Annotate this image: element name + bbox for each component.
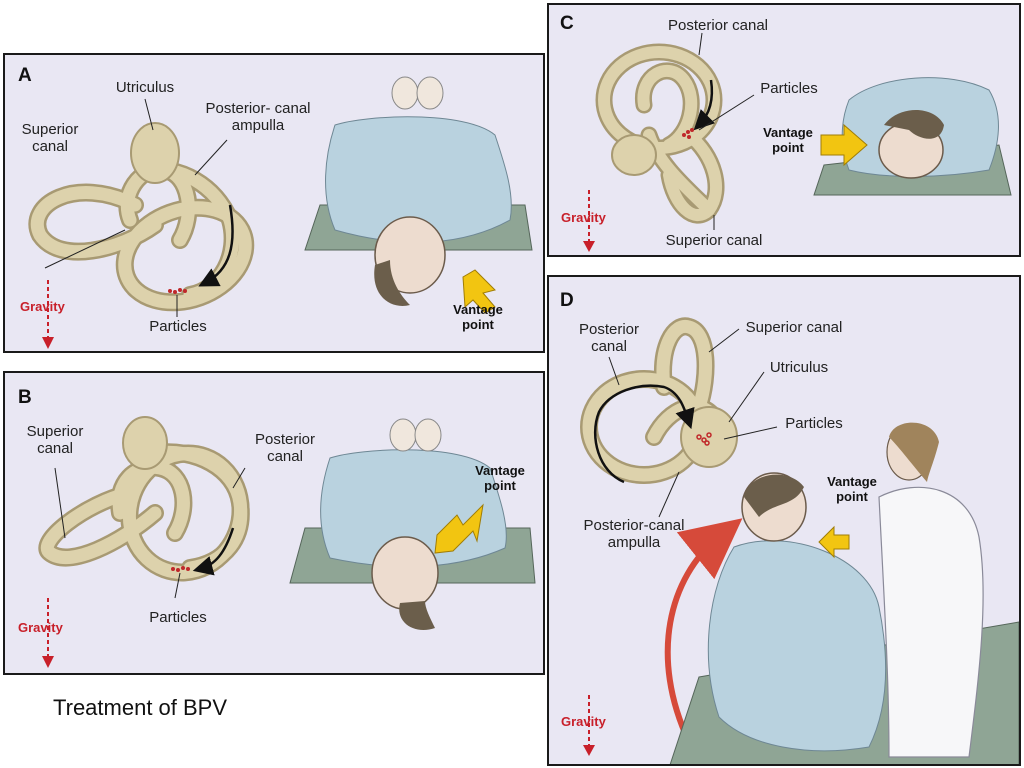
particles-dots — [168, 288, 187, 294]
leader-particles — [174, 572, 181, 599]
clinician-hair — [889, 422, 939, 482]
label-particles: Particles — [149, 609, 207, 626]
label-superior-canal: Superior canal — [745, 319, 843, 336]
motion-arrow — [664, 518, 743, 745]
leader-superior — [44, 229, 126, 269]
label-utriculus: Utriculus — [769, 359, 829, 376]
panel-letter: B — [18, 387, 32, 408]
lab-coat — [878, 486, 984, 758]
leader-posterior — [232, 467, 246, 489]
gravity-arrowhead — [42, 656, 54, 668]
foot-left — [391, 76, 419, 110]
inner-ear-diagram — [580, 317, 1019, 764]
particle-path-arrow — [192, 527, 235, 576]
patient-figure — [813, 77, 1012, 196]
utriculus-shape — [122, 416, 168, 470]
inner-ear-diagram — [583, 32, 1012, 252]
leader-posterior — [698, 32, 703, 56]
label-posterior-ampulla: Posterior- canal ampulla — [205, 100, 311, 134]
hair — [884, 110, 944, 139]
leader-particles — [698, 94, 755, 131]
leader-particles — [723, 426, 778, 440]
label-gravity: Gravity — [561, 210, 606, 225]
label-superior-canal: Superior canal — [26, 423, 84, 457]
label-gravity: Gravity — [20, 299, 65, 314]
particle-path-arrow — [693, 79, 715, 131]
gravity-arrowhead — [42, 337, 54, 349]
vantage-arrow-icon — [820, 123, 868, 167]
label-vantage-point: Vantage point — [453, 302, 503, 332]
inner-ear-diagram — [28, 76, 533, 349]
panel-letter: D — [560, 290, 574, 311]
label-vantage-point: Vantage point — [827, 474, 877, 504]
panel-letter: C — [560, 13, 574, 34]
clinician-figure — [878, 422, 984, 758]
vantage-arrow-icon — [462, 269, 496, 314]
label-gravity: Gravity — [18, 620, 63, 635]
panel-a: A — [3, 53, 545, 353]
gravity-arrowhead — [583, 745, 595, 756]
particles-dots — [682, 128, 694, 139]
panel-c: C Posterior canal — [547, 3, 1021, 257]
vantage-arrow-icon — [818, 525, 850, 559]
particle-path-arrow — [594, 384, 695, 484]
label-particles: Particles — [149, 318, 207, 335]
leader-superior — [54, 467, 66, 539]
canal-fill — [598, 46, 723, 222]
label-superior-canal: Superior canal — [665, 232, 763, 249]
leader-utriculus — [144, 98, 154, 131]
particles-dots — [171, 566, 190, 572]
hair — [399, 601, 435, 631]
utriculus-shape — [130, 122, 180, 184]
leader-ampulla — [194, 139, 228, 176]
label-particles: Particles — [760, 80, 818, 97]
label-posterior-canal: Posterior canal — [667, 17, 769, 34]
particles-dots — [696, 432, 712, 446]
hair — [744, 474, 804, 517]
inner-ear-diagram — [38, 416, 536, 668]
patient-figure — [304, 76, 533, 306]
label-vantage-point: Vantage point — [763, 125, 813, 155]
head — [371, 536, 439, 610]
panel-b: B S — [3, 371, 545, 675]
panel-letter: A — [18, 65, 32, 86]
hair — [374, 260, 410, 306]
label-posterior-canal: Posterior canal — [578, 321, 640, 355]
label-utriculus: Utriculus — [115, 79, 175, 96]
foot-right — [414, 418, 442, 452]
figure-caption: Treatment of BPV — [53, 695, 228, 720]
foot-left — [389, 418, 417, 452]
gravity-arrowhead — [583, 241, 595, 252]
label-posterior-canal: Posterior canal — [254, 431, 316, 465]
label-posterior-ampulla: Posterior-canal ampulla — [583, 517, 685, 551]
leader-posterior — [608, 356, 620, 386]
leader-ampulla — [658, 471, 680, 518]
gown — [325, 116, 512, 243]
gown — [707, 540, 887, 752]
label-vantage-point: Vantage point — [475, 463, 525, 493]
label-particles: Particles — [785, 415, 843, 432]
leader-superior — [708, 328, 740, 353]
foot-right — [416, 76, 444, 110]
panel-d: D — [547, 275, 1021, 766]
vantage-arrow-icon — [434, 503, 484, 554]
utriculus-shape — [611, 134, 657, 176]
head — [374, 216, 446, 294]
label-superior-canal: Superior canal — [21, 121, 79, 155]
leader-utriculus — [728, 371, 765, 423]
particle-path-arrow — [198, 204, 234, 287]
label-gravity: Gravity — [561, 714, 606, 729]
